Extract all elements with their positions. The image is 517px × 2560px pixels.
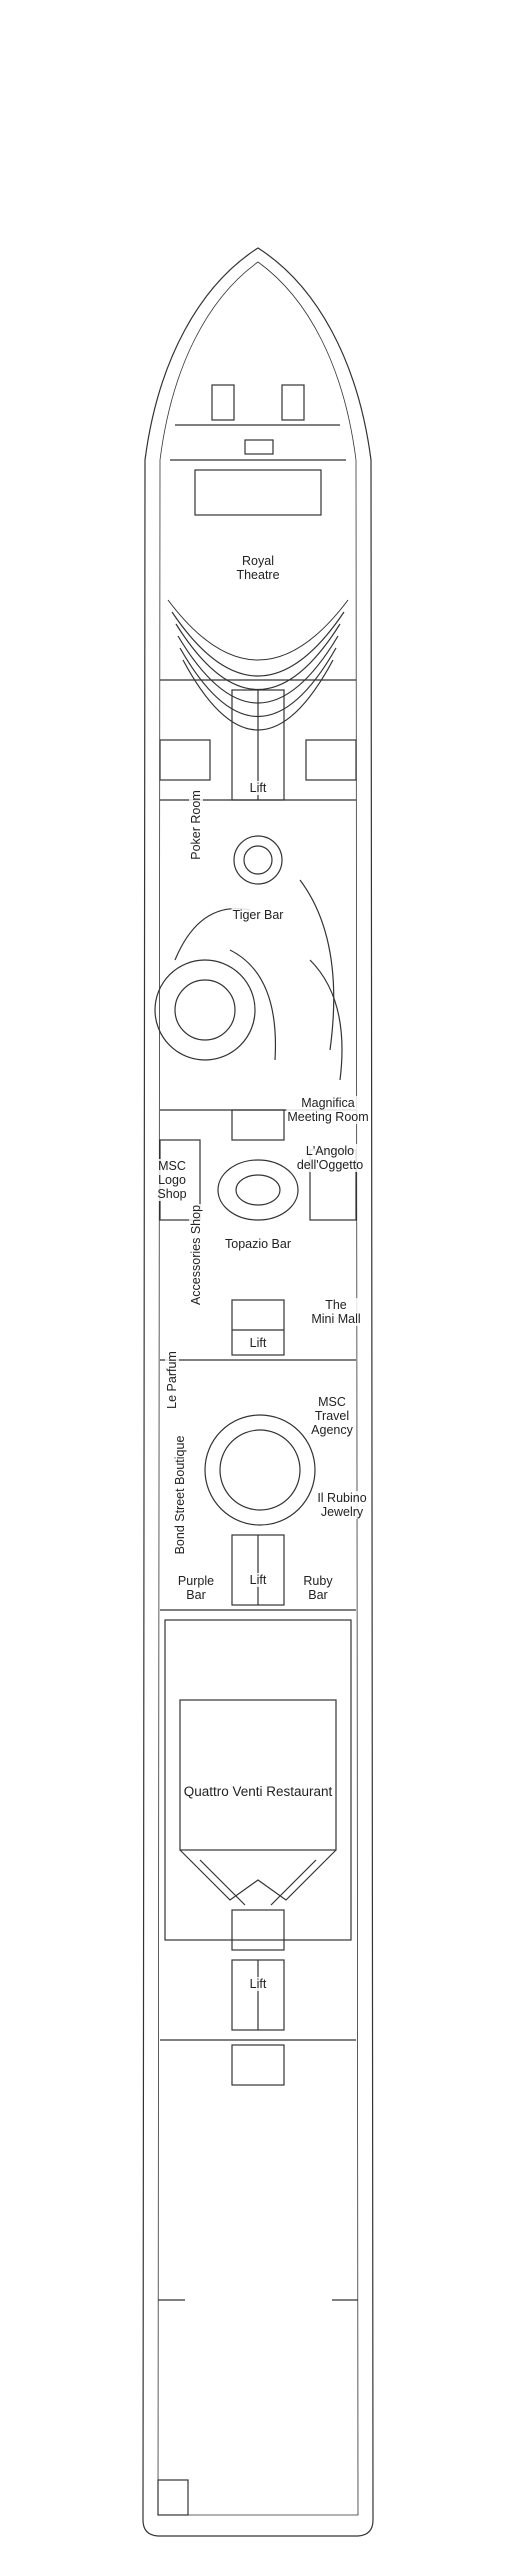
msc-travel-agency-label: MSC Travel Agency <box>310 1395 354 1437</box>
the-mini-mall-label: The Mini Mall <box>310 1298 362 1326</box>
lift-2-label: Lift <box>248 1336 268 1350</box>
lift-4-label: Lift <box>248 1977 268 1991</box>
hull-inner-line <box>157 261 359 2516</box>
le-parfum-label: Le Parfum <box>165 1350 179 1410</box>
topazio-bar-label: Topazio Bar <box>223 1237 293 1251</box>
ruby-bar-label: Ruby Bar <box>302 1574 334 1602</box>
purple-bar-label: Purple Bar <box>176 1574 216 1602</box>
theatre-seating <box>167 599 349 661</box>
royal-theatre-label: Royal Theatre <box>235 554 281 582</box>
langolo-delloggetto-label: L'Angolo dell'Oggetto <box>295 1144 365 1172</box>
bond-street-boutique-label: Bond Street Boutique <box>173 1434 187 1556</box>
poker-room-label: Poker Room <box>189 789 203 861</box>
msc-logo-shop-label: MSC Logo Shop <box>156 1159 188 1201</box>
magnifica-meeting-room-label: Magnifica Meeting Room <box>286 1096 370 1124</box>
hull-outline <box>142 247 374 2537</box>
lift-1-label: Lift <box>248 781 268 795</box>
tiger-bar-label: Tiger Bar <box>231 908 285 922</box>
quattro-venti-restaurant-label: Quattro Venti Restaurant <box>182 1784 334 1799</box>
lift-3-label: Lift <box>248 1573 268 1587</box>
il-rubino-jewelry-label: Il Rubino Jewelry <box>316 1491 368 1519</box>
accessories-shop-label: Accessories Shop <box>189 1203 203 1307</box>
